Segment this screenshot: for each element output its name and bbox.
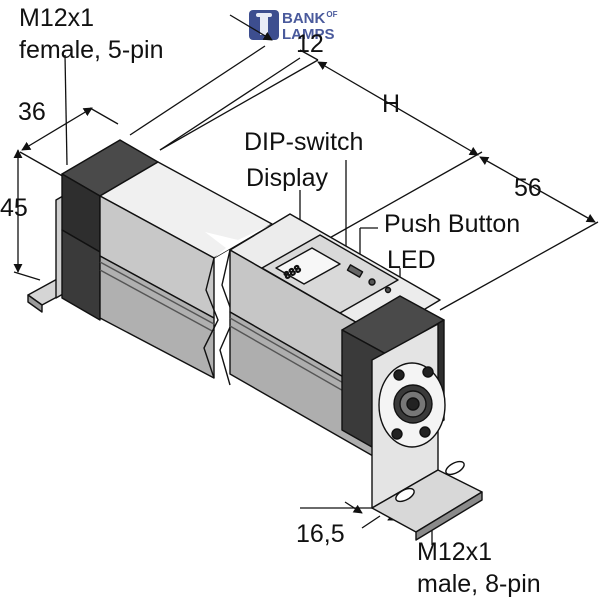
display-panel [261,234,399,314]
m12-connector-pins [406,397,420,411]
logo-word-bank: BANK [282,10,326,27]
housing-groove-left-1 [99,261,215,325]
dim-h-line [317,61,479,156]
break-line-left [203,257,219,379]
label-dim-16-5: 16,5 [296,520,345,548]
flange-screw-2 [422,366,434,378]
dimension-lines [13,14,599,545]
label-dim-56: 56 [514,174,542,202]
ext-line-45-bottom [13,271,41,281]
ext-line-36-b [89,107,119,125]
bank-of-lamps-logo: BANKOF LAMPS [247,8,351,42]
label-top-connector-pins: female, 5-pin [19,36,164,64]
left-bracket-foot-side [27,294,43,313]
label-dim-h: H [382,90,401,118]
push-button-dot [368,278,376,286]
label-dim-36: 36 [18,98,46,126]
leader-top-connector [64,54,68,166]
dim-12-arrow [229,14,273,41]
ext-line-56-right [439,221,599,311]
ext-line-36-a [19,151,67,179]
housing-groove-left-2 [99,269,215,333]
logo-word-lamps: LAMPS [282,26,335,43]
flange-screw-3 [391,428,403,440]
label-push-button: Push Button [384,210,521,238]
label-dim-12: 12 [296,30,324,58]
led-dot [384,286,392,294]
left-endcap-lower [61,229,101,321]
flange-screw-1 [393,369,405,381]
label-top-connector-type: M12x1 [19,4,95,32]
label-dim-45: 45 [0,194,28,222]
dip-switch-block [346,264,364,278]
ext-line-top-left [159,57,301,151]
device-body: 888 [27,139,483,541]
ext-line-56-left [325,151,483,241]
label-display: Display [246,164,328,192]
ext-line-16-5 [361,515,381,529]
dim-36-line [21,107,93,151]
label-led: LED [387,246,436,274]
right-bracket-foot-edge [415,491,483,541]
ext-line-h-left [159,59,319,151]
ext-line-top-left2 [129,45,266,136]
label-bottom-connector-type: M12x1 [417,538,493,566]
logo-word-of: OF [326,10,338,19]
label-bottom-connector-pins: male, 8-pin [417,570,541,598]
ext-line-h-tick [299,49,319,61]
dim-16-5-arrow-a [344,501,363,514]
label-dip-switch: DIP-switch [244,128,364,156]
bracket-slot-1 [395,487,415,503]
dim-56-line [479,156,596,223]
flange-screw-4 [419,426,431,438]
break-gap [205,224,272,258]
bracket-slot-2 [445,460,465,476]
display-screen [275,247,341,285]
